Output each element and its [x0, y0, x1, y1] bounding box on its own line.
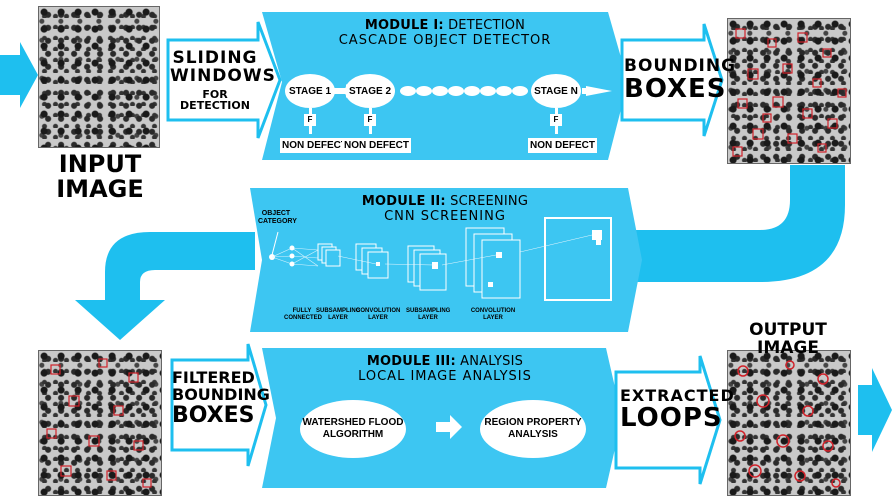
non-defect-2: NON DEFECT: [342, 138, 411, 153]
right-curve-connector: [636, 165, 845, 282]
cnn-graphic: [269, 217, 612, 301]
filtered-line-2: BOUNDING: [172, 384, 270, 404]
entry-arrow: [0, 42, 38, 108]
module3-title-rest: ANALYSIS: [455, 354, 524, 369]
module2-subtitle: CNN SCREENING: [384, 209, 506, 224]
watershed-line-2: ALGORITHM: [322, 429, 384, 440]
filtered-boxes-label: FILTERED BOUNDING BOXES: [172, 368, 270, 428]
left-curve-connector: [75, 232, 255, 340]
region-line-1: REGION PROPERTY: [484, 417, 582, 428]
non-defect-1: NON DEFECT: [280, 138, 349, 153]
module2-title-rest: SCREENING: [445, 194, 529, 209]
sliding-line-1: SLIDING: [172, 48, 258, 68]
module2-title-bold: MODULE II:: [361, 194, 446, 209]
fail-label-2: F: [364, 114, 376, 126]
stage-n: STAGE N: [531, 74, 581, 108]
input-image-label: INPUT IMAGE: [56, 150, 144, 204]
module1-title-bold: MODULE I:: [364, 18, 444, 33]
module3-title: MODULE III: ANALYSIS LOCAL IMAGE ANALYSI…: [300, 354, 590, 384]
fail-label-1: F: [304, 114, 316, 126]
sliding-windows-arrow: [166, 21, 282, 139]
module3-title-bold: MODULE III:: [366, 354, 456, 369]
stage-arrow-shaft-1: [334, 88, 346, 94]
region-line-2: ANALYSIS: [508, 429, 558, 440]
module1-subtitle: CASCADE OBJECT DETECTOR: [338, 33, 552, 48]
object-category-line-1: OBJECT: [261, 210, 291, 217]
non-defect-n: NON DEFECT: [528, 138, 597, 153]
bounding-boxes-label: BOUNDING BOXES: [624, 56, 737, 104]
output-image-photo: [727, 350, 851, 496]
output-image-label: OUTPUT IMAGE: [749, 320, 827, 358]
stage-dots: [400, 86, 528, 96]
module1-panel: [262, 12, 628, 160]
fail-label-n: F: [550, 114, 562, 126]
bounding-boxes-photo: [727, 18, 851, 164]
filtered-boxes-overlay: [46, 358, 152, 488]
bounding-boxes-arrow: [620, 23, 724, 137]
stage-arrow-shaft-n: [582, 88, 590, 94]
analysis-arrow-head: [450, 415, 462, 439]
extracted-loops-arrow: [614, 355, 722, 485]
watershed-line-1: WATERSHED FLOOD: [302, 417, 404, 428]
filtered-boxes-photo: [38, 350, 162, 496]
bounding-line-2: BOXES: [624, 73, 727, 104]
object-category-label: OBJECT CATEGORY: [258, 210, 297, 225]
extracted-loops-label: EXTRACTED LOOPS: [620, 386, 735, 433]
sliding-line-2: WINDOWS: [170, 65, 276, 86]
detection-boxes-overlay: [732, 28, 847, 157]
filtered-boxes-arrow: [170, 343, 268, 467]
analysis-arrow-shaft: [436, 422, 450, 432]
extracted-line-1: EXTRACTED: [620, 386, 735, 405]
exit-arrow: [858, 368, 892, 452]
filtered-line-3: BOXES: [172, 402, 255, 428]
sliding-windows-label: SLIDING WINDOWS FOR DETECTION: [170, 48, 276, 113]
stage-1: STAGE 1: [285, 74, 335, 108]
module2-title: MODULE II: SCREENING CNN SCREENING: [300, 194, 590, 224]
input-image-photo: [38, 6, 160, 148]
stage-arrow-head-n: [586, 86, 612, 96]
bounding-line-1: BOUNDING: [624, 56, 737, 76]
module1-title-rest: DETECTION: [443, 18, 526, 33]
module3-subtitle: LOCAL IMAGE ANALYSIS: [358, 369, 532, 384]
sliding-line-3: FOR DETECTION: [180, 87, 250, 113]
extracted-line-2: LOOPS: [620, 402, 723, 433]
object-category-line-2: CATEGORY: [258, 217, 297, 225]
stage-2: STAGE 2: [345, 74, 395, 108]
filtered-line-1: FILTERED: [172, 368, 255, 387]
extracted-loops-overlay: [734, 360, 841, 488]
module1-title: MODULE I: DETECTION CASCADE OBJECT DETEC…: [300, 18, 590, 48]
